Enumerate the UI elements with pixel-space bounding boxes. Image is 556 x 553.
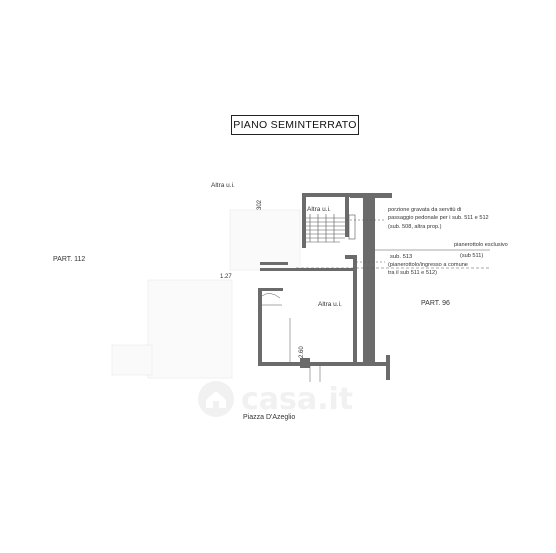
watermark: casa.it xyxy=(197,380,353,418)
faint-building-outline xyxy=(111,209,301,379)
label-part-112: PART. 112 xyxy=(53,256,85,263)
dimension-302: 302 xyxy=(257,199,263,210)
label-altra-ui-top: Altra u.i. xyxy=(211,182,235,189)
dimension-127: 1.27 xyxy=(220,274,232,280)
drawing-title: PIANO SEMINTERRATO xyxy=(231,115,359,135)
note-pianerottolo: pianerottolo esclusivo (sub 511) xyxy=(454,242,508,259)
label-part-96: PART. 96 xyxy=(421,300,450,307)
dimension-260: 2.60 xyxy=(299,346,305,358)
note-porzione: porzione gravata da servitù di passaggio… xyxy=(388,207,489,230)
note-sub513: sub. 513 (pianerottolo/ingresso a comune… xyxy=(388,254,468,276)
label-altra-ui-center: Altra u.i. xyxy=(318,301,342,308)
staircase xyxy=(306,214,356,243)
note-porzione-line: passaggio pedonale per i sub. 511 e 512 xyxy=(388,215,489,221)
watermark-text: casa.it xyxy=(241,381,354,417)
annotation-lines xyxy=(261,219,490,382)
note-pianerottolo-line: pianerottolo esclusivo xyxy=(454,242,508,248)
note-pianerottolo-line: (sub 511) xyxy=(460,253,483,259)
walls xyxy=(258,193,392,380)
note-sub513-line: (pianerottolo/ingresso a comune xyxy=(388,262,468,268)
note-porzione-line: porzione gravata da servitù di xyxy=(388,207,461,213)
note-porzione-line: (sub. 508, altra prop.) xyxy=(388,224,442,230)
label-altra-ui-stair: Altra u.i. xyxy=(307,206,331,213)
house-icon xyxy=(198,381,234,417)
note-sub513-line: tra il sub 511 e 512) xyxy=(388,270,437,276)
label-piazza: Piazza D'Azeglio xyxy=(243,414,295,421)
note-sub513-line: sub. 513 xyxy=(390,254,412,260)
